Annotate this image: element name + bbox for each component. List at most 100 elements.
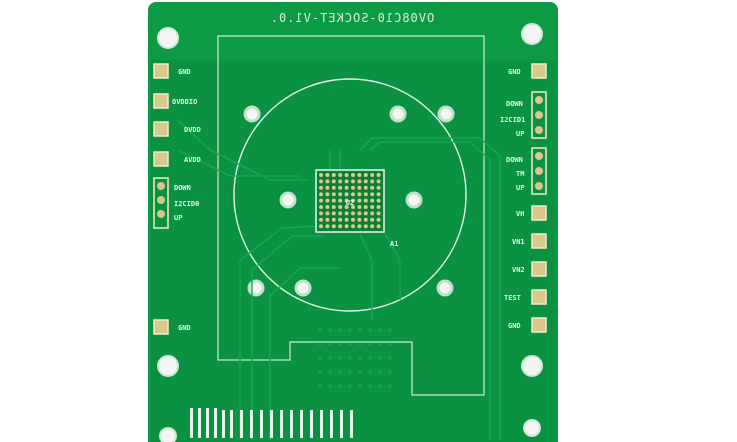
right-switch2-up: UP	[516, 184, 524, 192]
pad-vh	[531, 205, 547, 221]
via	[388, 384, 392, 388]
bga-pad	[351, 198, 355, 203]
left-connectors: GND OVDDIO DVDD AVDD DOWN I2CID0 UP GND	[153, 63, 201, 335]
pad-gnd	[153, 63, 169, 79]
bga-pad	[351, 192, 355, 197]
bga-pad	[376, 205, 381, 209]
via	[338, 342, 342, 346]
pad-test	[531, 289, 547, 305]
bga-pad	[325, 185, 330, 190]
via	[318, 384, 322, 388]
via	[378, 356, 382, 360]
bga-pad	[325, 179, 330, 184]
left-switch-pin	[157, 182, 165, 190]
bga-pad	[344, 224, 349, 229]
via	[328, 384, 332, 388]
board-title: OV08C10-SOCKET-V1.0.	[270, 11, 435, 25]
bga-pad	[331, 217, 336, 222]
bga-pad	[344, 192, 349, 197]
bga-pad	[357, 198, 362, 203]
bga-pad	[319, 224, 323, 229]
pad-vn1	[531, 233, 547, 249]
bga-pad	[331, 185, 336, 190]
via	[318, 328, 322, 332]
socket-hole	[436, 279, 454, 297]
pad-gnd-bottom	[153, 319, 169, 335]
lens-circle	[233, 78, 467, 312]
via	[318, 356, 322, 360]
right-label-vn2: VN2	[512, 266, 525, 274]
via	[368, 342, 372, 346]
mounting-hole	[157, 355, 179, 377]
bga-pad	[351, 205, 355, 209]
bga-pad	[338, 217, 343, 222]
bga-pad	[338, 211, 343, 216]
via	[328, 370, 332, 374]
right-switch1-pin	[535, 111, 543, 119]
bga-pad	[363, 211, 368, 216]
bga-pad	[351, 173, 355, 177]
bga-chip: U2	[315, 169, 385, 233]
bga-pad	[357, 205, 362, 209]
via	[378, 342, 382, 346]
left-label-gnd-bottom: GND	[178, 324, 191, 332]
bga-pad	[363, 185, 368, 190]
bga-pad	[370, 179, 375, 184]
via	[358, 342, 362, 346]
bga-pad	[325, 205, 330, 209]
via	[388, 356, 392, 360]
bga-pad	[351, 179, 355, 184]
bga-pad	[370, 217, 375, 222]
bga-pad	[319, 205, 323, 209]
bga-pad	[351, 224, 355, 229]
via	[388, 342, 392, 346]
right-switch2-pin	[535, 182, 543, 190]
bga-pad	[363, 179, 368, 184]
right-label-gnd-top: GND	[508, 68, 521, 76]
bga-pad	[357, 211, 362, 216]
pad-gnd-top	[531, 63, 547, 79]
pad-avdd	[153, 151, 169, 167]
via	[338, 328, 342, 332]
bga-pad	[376, 224, 381, 229]
pcb-shade	[150, 60, 556, 442]
bga-pad	[370, 205, 375, 209]
via	[358, 356, 362, 360]
pad-gnd-bottom-right	[531, 317, 547, 333]
bga-pad	[370, 185, 375, 190]
right-label-test: TEST	[504, 294, 521, 302]
via	[348, 356, 352, 360]
mounting-hole	[523, 419, 541, 437]
bga-pad	[319, 179, 323, 184]
left-switch-pin	[157, 210, 165, 218]
right-connectors: GND DOWN I2CID1 UP DOWN TM UP VH VN1 VN2…	[500, 63, 547, 333]
via	[348, 384, 352, 388]
bga-pad	[344, 217, 349, 222]
bga-pad	[370, 198, 375, 203]
bga-pad	[319, 192, 323, 197]
via	[348, 370, 352, 374]
bga-pad	[376, 217, 381, 222]
via	[328, 342, 332, 346]
via	[378, 384, 382, 388]
chip-label: U2	[346, 199, 354, 207]
left-switch-pin	[157, 196, 165, 204]
via	[338, 370, 342, 374]
bottom-vias	[318, 328, 392, 388]
bga-pad	[363, 198, 368, 203]
bga-pad	[344, 198, 349, 203]
bga-pad	[376, 173, 381, 177]
mounting-hole	[159, 427, 177, 442]
via	[318, 342, 322, 346]
via	[328, 328, 332, 332]
bga-pad	[338, 192, 343, 197]
mounting-hole	[157, 27, 179, 49]
bga-pad	[370, 224, 375, 229]
bga-pad	[319, 211, 323, 216]
bga-pad	[344, 173, 349, 177]
bottom-silkscreen-marks	[190, 408, 353, 438]
bga-pad	[357, 217, 362, 222]
right-switch1-id: I2CID1	[500, 116, 525, 124]
bga-pad	[338, 205, 343, 209]
